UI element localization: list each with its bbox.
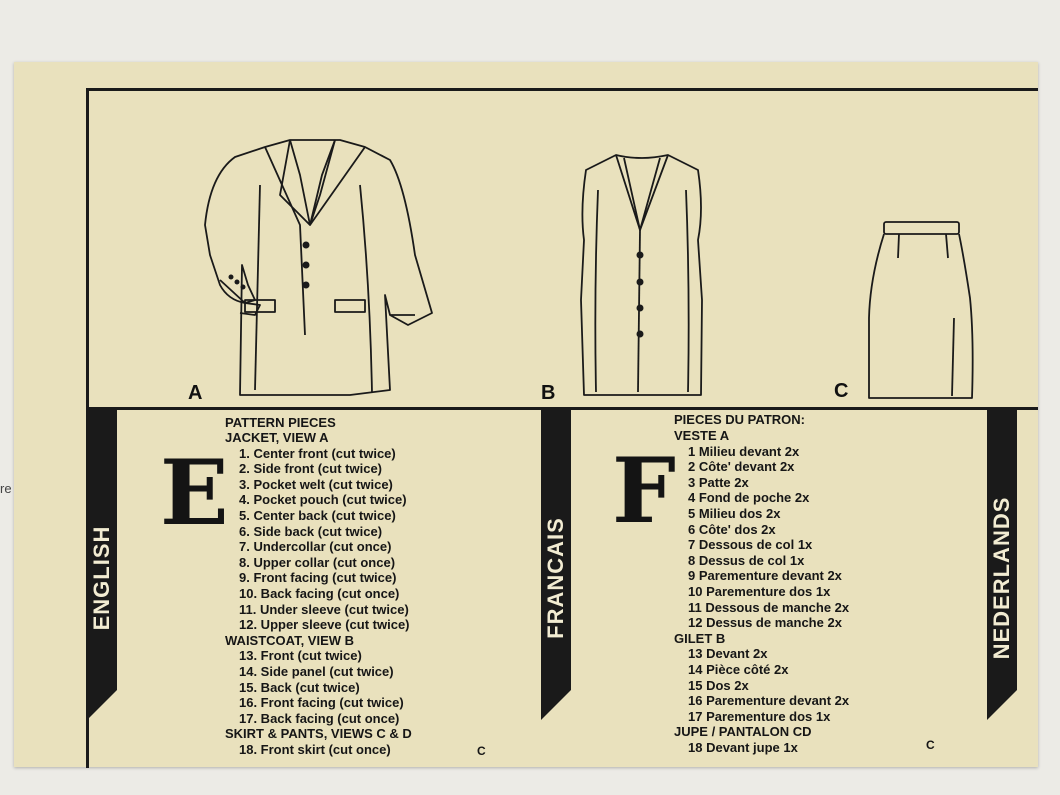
list-item: 15. Back (cut twice) — [239, 679, 360, 695]
list-item: 12. Upper sleeve (cut twice) — [239, 617, 410, 633]
tab-nederlands-label: NEDERLANDS — [989, 496, 1014, 660]
list-item: 17. Back facing (cut once) — [239, 710, 400, 726]
list-item: GILET B — [674, 630, 726, 646]
english-heading: PATTERN PIECES — [225, 415, 336, 430]
list-item: 3. Pocket welt (cut twice) — [239, 476, 393, 492]
list-item: 7. Undercollar (cut once) — [239, 539, 392, 555]
tab-francais: FRANCAIS — [541, 410, 571, 720]
francais-piece-list: VESTE A 1 Milieu devant 2x 2 Côte' devan… — [674, 428, 850, 755]
list-item: 6 Côte' dos 2x — [688, 521, 776, 537]
list-item: 10. Back facing (cut once) — [239, 585, 400, 601]
list-item: 18. Front skirt (cut once) — [239, 741, 391, 757]
tab-english: ENGLISH — [87, 410, 117, 720]
list-item: 14. Side panel (cut twice) — [239, 663, 394, 679]
list-item: 6. Side back (cut twice) — [239, 523, 383, 539]
list-item: 13 Devant 2x — [688, 646, 768, 662]
margin-text-fragment: re — [0, 481, 12, 496]
list-item: 9. Front facing (cut twice) — [239, 570, 397, 586]
view-label-c: C — [834, 380, 849, 402]
list-item: SKIRT & PANTS, VIEWS C & D — [225, 726, 412, 742]
list-item: WAISTCOAT, VIEW B — [225, 632, 355, 648]
list-item: JACKET, VIEW A — [225, 430, 329, 445]
list-item: 15 Dos 2x — [688, 677, 749, 693]
tab-nederlands: NEDERLANDS — [987, 410, 1017, 720]
list-item: 4 Fond de poche 2x — [688, 490, 810, 506]
skirt-illustration — [868, 221, 974, 399]
list-item: 5. Center back (cut twice) — [239, 507, 396, 523]
francais-view-tag: C — [926, 738, 935, 752]
list-item: 13. Front (cut twice) — [239, 648, 362, 664]
view-label-a: A — [188, 382, 203, 404]
list-item: 18 Devant jupe 1x — [688, 739, 798, 755]
list-item: 3 Patte 2x — [688, 474, 749, 490]
list-item: 5 Milieu dos 2x — [688, 505, 781, 521]
list-item: 2. Side front (cut twice) — [239, 461, 383, 477]
jacket-illustration — [204, 139, 433, 396]
waistcoat-illustration — [580, 154, 703, 396]
list-item: 14 Pièce côté 2x — [688, 661, 789, 677]
list-item: 11 Dessous de manche 2x — [688, 599, 850, 615]
list-item: 10 Parementure dos 1x — [688, 583, 831, 599]
list-item: 16. Front facing (cut twice) — [239, 695, 404, 711]
list-item: 17 Parementure dos 1x — [688, 708, 831, 724]
list-item: VESTE A — [674, 428, 730, 443]
section-letter-e: E — [160, 440, 229, 546]
francais-heading: PIECES DU PATRON: — [674, 412, 805, 427]
english-view-tag: C — [477, 744, 486, 758]
list-item: 9 Parementure devant 2x — [688, 568, 842, 584]
list-item: 8 Dessus de col 1x — [688, 552, 805, 568]
list-item: 2 Côte' devant 2x — [688, 459, 795, 475]
list-item: 4. Pocket pouch (cut twice) — [239, 492, 407, 508]
view-label-b: B — [541, 382, 556, 404]
tab-english-label: ENGLISH — [89, 525, 114, 631]
tab-francais-label: FRANCAIS — [543, 517, 568, 639]
list-item: 16 Parementure devant 2x — [688, 693, 850, 709]
list-item: 11. Under sleeve (cut twice) — [239, 601, 409, 617]
section-letter-f: F — [612, 438, 676, 544]
list-item: 7 Dessous de col 1x — [688, 537, 813, 553]
instruction-sheet — [14, 62, 1038, 767]
list-item: 1. Center front (cut twice) — [239, 445, 396, 461]
section-divider — [86, 407, 1038, 410]
english-piece-list: JACKET, VIEW A 1. Center front (cut twic… — [225, 430, 412, 757]
list-item: 12 Dessus de manche 2x — [688, 615, 842, 631]
list-item: 8. Upper collar (cut once) — [239, 554, 396, 570]
list-item: 1 Milieu devant 2x — [688, 443, 800, 459]
list-item: JUPE / PANTALON CD — [674, 724, 812, 740]
